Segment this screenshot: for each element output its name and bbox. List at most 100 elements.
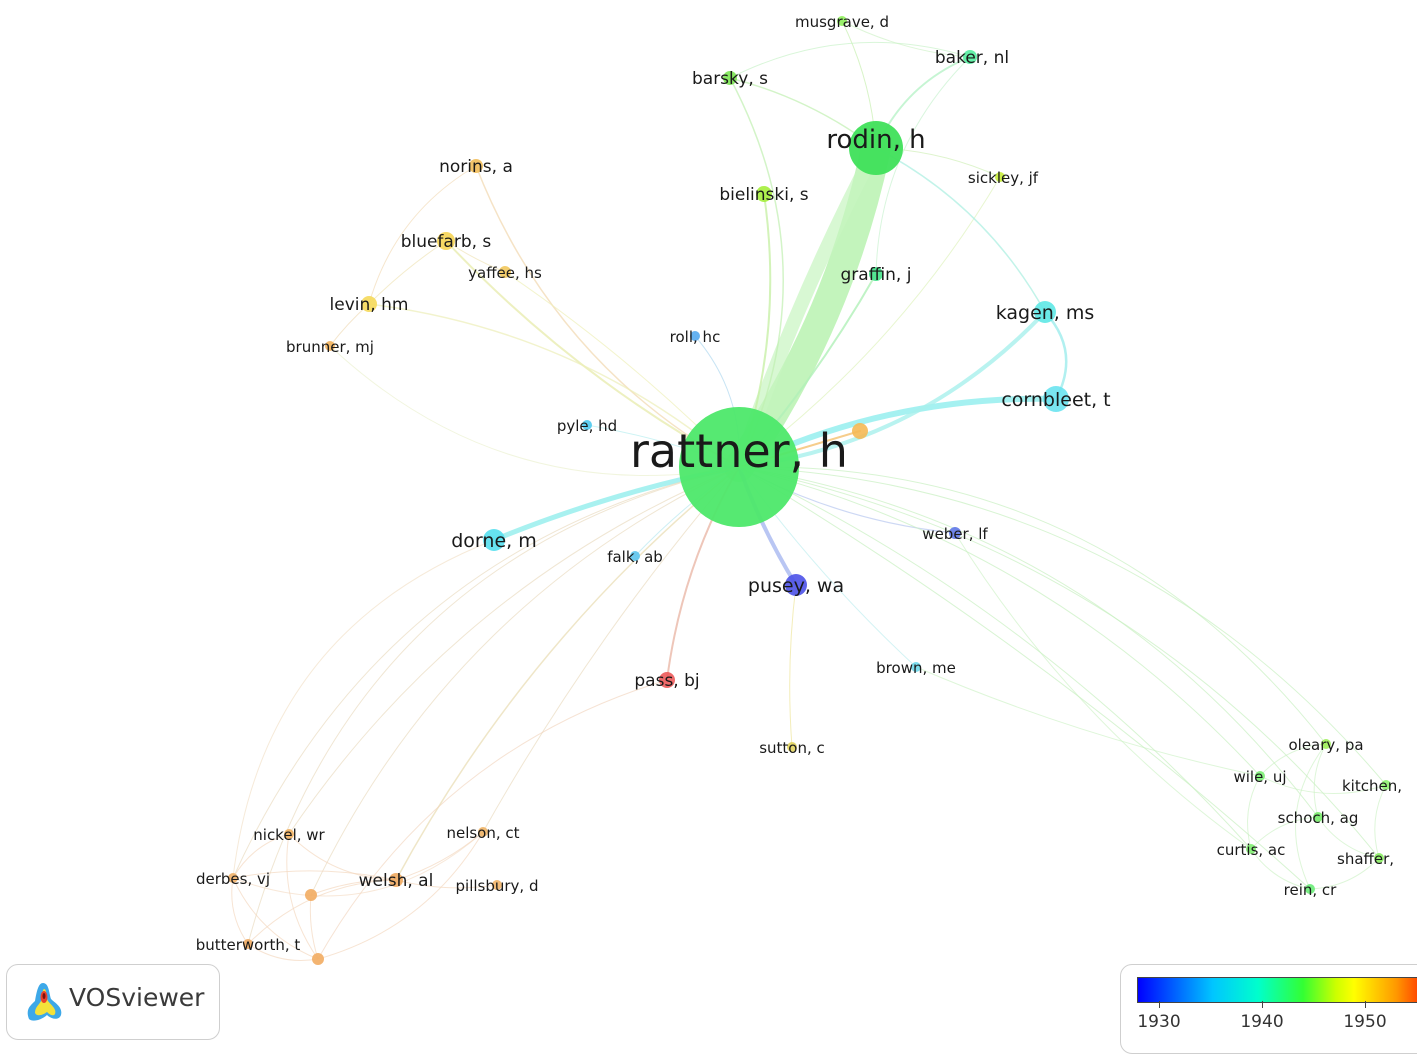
- node-norins[interactable]: [469, 159, 483, 173]
- node-label-rodin[interactable]: rodin, h: [826, 125, 925, 155]
- node-label-kagen[interactable]: kagen, ms: [996, 302, 1095, 324]
- color-legend: 1930 1940 1950: [1120, 964, 1417, 1054]
- node-label-brunner[interactable]: brunner, mj: [286, 338, 374, 356]
- node-label-weber[interactable]: weber, lf: [922, 525, 988, 543]
- edge-rattner-nelson: [482, 466, 740, 833]
- node-shaffer[interactable]: [1374, 853, 1384, 863]
- node-o2[interactable]: [305, 889, 317, 901]
- node-label-roll[interactable]: roll, hc: [670, 328, 721, 346]
- node-graffin[interactable]: [869, 267, 883, 281]
- node-orange[interactable]: [852, 423, 868, 439]
- edge-wile-curtis: [1247, 775, 1261, 850]
- node-baker[interactable]: [963, 50, 977, 64]
- node-label-kitchen[interactable]: kitchen,: [1342, 777, 1402, 795]
- node-label-sutton[interactable]: sutton, c: [759, 739, 825, 757]
- node-label-pusey[interactable]: pusey, wa: [748, 575, 844, 597]
- node-yaffee[interactable]: [499, 266, 511, 278]
- node-barsky[interactable]: [723, 71, 737, 85]
- edge-nickel-derbes: [232, 833, 290, 879]
- node-welsh[interactable]: [389, 873, 403, 887]
- node-falk[interactable]: [630, 551, 640, 561]
- node-label-rattner[interactable]: rattner, h: [630, 424, 848, 478]
- node-label-baker[interactable]: baker, nl: [935, 48, 1009, 68]
- node-label-levin[interactable]: levin, hm: [330, 295, 409, 315]
- node-brunner[interactable]: [325, 341, 335, 351]
- node-rein[interactable]: [1305, 884, 1315, 894]
- node-label-nelson[interactable]: nelson, ct: [446, 824, 519, 842]
- node-sickley[interactable]: [995, 172, 1005, 182]
- node-label-shaffer[interactable]: shaffer,: [1337, 850, 1394, 868]
- edge-bluefarb-levin: [368, 240, 447, 305]
- node-label-oleary[interactable]: oleary, pa: [1288, 736, 1363, 754]
- node-label-nickel[interactable]: nickel, wr: [253, 826, 325, 844]
- node-nelson[interactable]: [478, 827, 488, 837]
- node-wile[interactable]: [1255, 771, 1265, 781]
- node-pusey[interactable]: [785, 574, 807, 596]
- node-label-sickley[interactable]: sickley, jf: [968, 169, 1039, 187]
- node-label-bielinski[interactable]: bielinski, s: [719, 185, 808, 205]
- edge-rodin-kagen: [875, 147, 1046, 313]
- node-roll[interactable]: [690, 331, 700, 341]
- node-label-barsky[interactable]: barsky, s: [692, 69, 768, 89]
- edge-rattner-brunner: [329, 345, 740, 476]
- node-label-dorne[interactable]: dorne, m: [451, 530, 536, 552]
- edge-nickel-welsh: [288, 833, 397, 881]
- node-curtis[interactable]: [1246, 844, 1256, 854]
- node-rattner[interactable]: [679, 407, 799, 527]
- node-label-derbes[interactable]: derbes, vj: [196, 870, 270, 888]
- node-musgrave[interactable]: [837, 16, 847, 26]
- node-label-cornbleet[interactable]: cornbleet, t: [1001, 389, 1110, 411]
- node-sutton[interactable]: [787, 742, 797, 752]
- edge-derbes-welsh: [232, 870, 397, 881]
- edge-rattner-kitchen: [738, 466, 1387, 786]
- edge-rattner-shaffer: [738, 466, 1380, 859]
- node-rodin[interactable]: [849, 121, 903, 175]
- node-label-brown[interactable]: brown, me: [876, 659, 956, 677]
- edge-rattner-rein: [738, 466, 1311, 890]
- node-label-butterworth[interactable]: butterworth, t: [196, 936, 301, 954]
- node-label-musgrave[interactable]: musgrave, d: [795, 13, 889, 31]
- node-nickel[interactable]: [284, 829, 294, 839]
- label-layer: rattner, h rodin, h musgrave, d baker, nl ba…: [196, 13, 1402, 954]
- edge-rattner-derbes: [232, 466, 740, 879]
- edge-derbes-nelson: [232, 831, 484, 897]
- node-derbes[interactable]: [228, 873, 238, 883]
- node-pyle[interactable]: [582, 420, 592, 430]
- edge-curtis-rein: [1250, 848, 1311, 890]
- node-kitchen[interactable]: [1381, 780, 1391, 790]
- node-label-graffin[interactable]: graffin, j: [841, 265, 912, 285]
- edge-oleary-wile: [1259, 743, 1327, 777]
- node-label-wile[interactable]: wile, uj: [1233, 768, 1286, 786]
- node-bluefarb[interactable]: [437, 232, 455, 250]
- tick-mark: [1262, 1001, 1263, 1008]
- node-o3[interactable]: [312, 953, 324, 965]
- node-label-falk[interactable]: falk, ab: [607, 548, 663, 566]
- node-brown[interactable]: [911, 662, 921, 672]
- node-label-curtis[interactable]: curtis, ac: [1217, 841, 1286, 859]
- node-label-yaffee[interactable]: yaffee, hs: [468, 264, 542, 282]
- node-levin[interactable]: [361, 296, 377, 312]
- edge-brown-wile: [915, 666, 1261, 777]
- node-weber[interactable]: [949, 527, 961, 539]
- node-label-pass[interactable]: pass, bj: [634, 671, 699, 691]
- node-butterworth[interactable]: [243, 939, 253, 949]
- node-dorne[interactable]: [483, 529, 505, 551]
- vosviewer-logo-icon: [27, 983, 62, 1021]
- node-pass[interactable]: [659, 672, 675, 688]
- node-cornbleet[interactable]: [1043, 386, 1069, 412]
- node-oleary[interactable]: [1321, 739, 1331, 749]
- node-label-pyle[interactable]: pyle, hd: [557, 417, 617, 435]
- node-pillsbury[interactable]: [492, 880, 502, 890]
- node-schoch[interactable]: [1313, 812, 1323, 822]
- node-label-norins[interactable]: norins, a: [439, 157, 513, 177]
- node-bielinski[interactable]: [756, 186, 772, 202]
- color-scale-bar: [1137, 977, 1417, 1003]
- node-kagen[interactable]: [1034, 301, 1056, 323]
- edge-rattner-oleary: [738, 466, 1327, 745]
- node-label-bluefarb[interactable]: bluefarb, s: [401, 232, 492, 252]
- node-label-pillsbury[interactable]: pillsbury, d: [456, 877, 539, 895]
- node-label-schoch[interactable]: schoch, ag: [1278, 809, 1359, 827]
- edge-norins-levin: [368, 165, 477, 305]
- node-label-rein[interactable]: rein, cr: [1284, 881, 1338, 899]
- node-label-welsh[interactable]: welsh, al: [359, 871, 434, 891]
